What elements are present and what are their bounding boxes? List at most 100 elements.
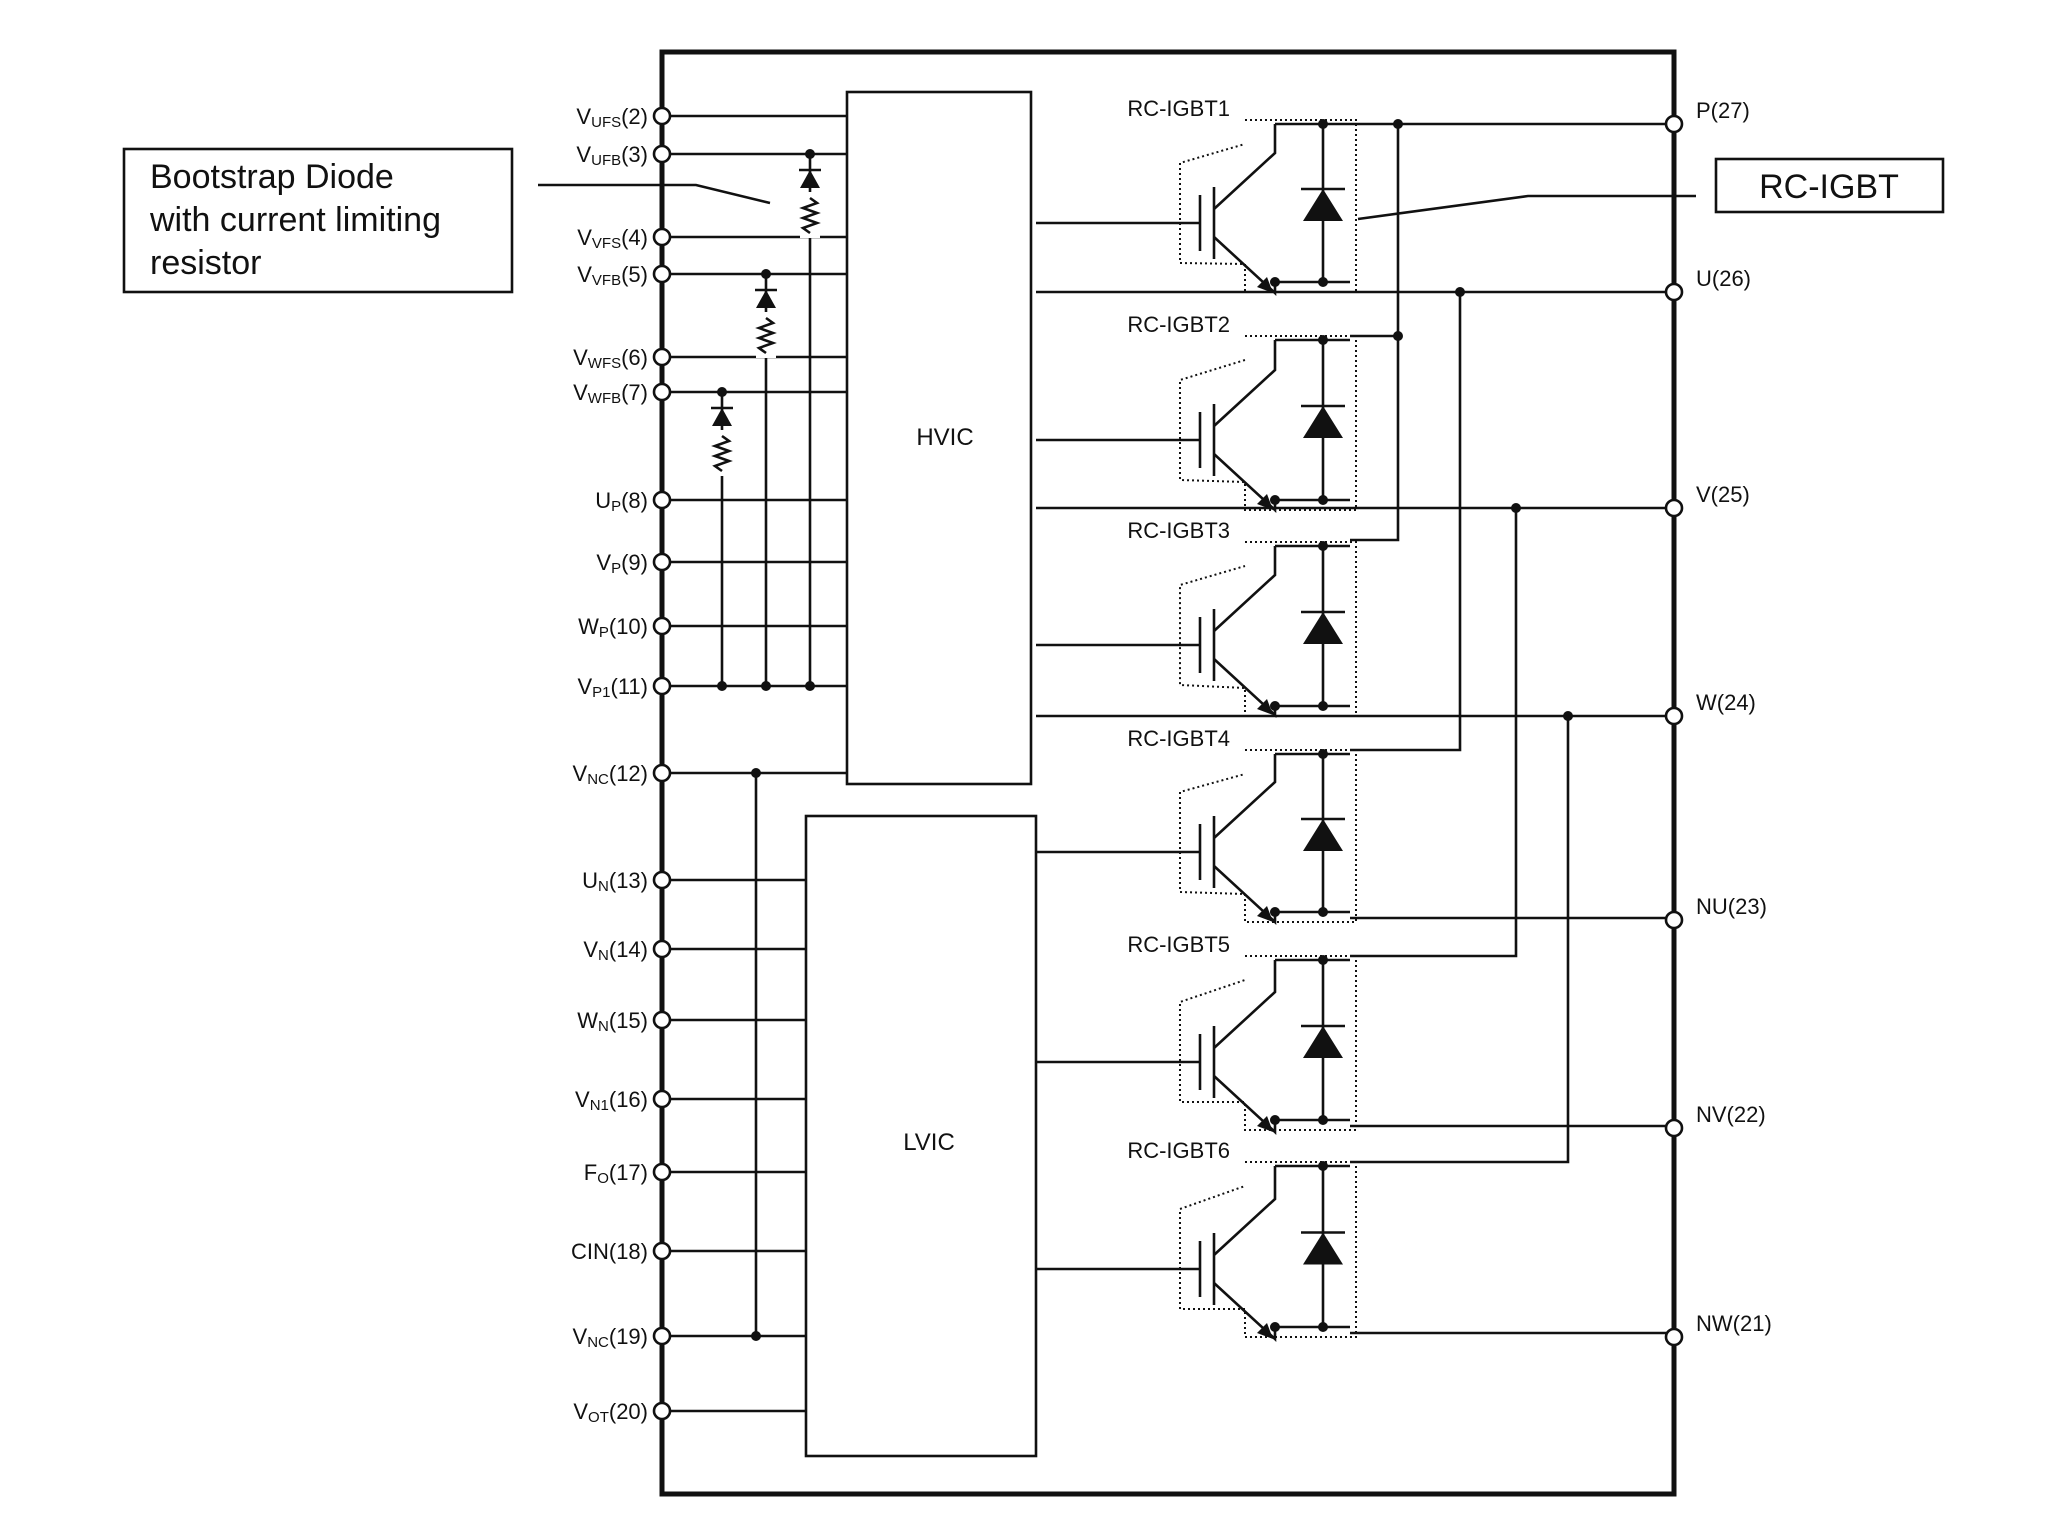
left-pin-pad xyxy=(652,1401,672,1421)
right-pin-label: P(27) xyxy=(1696,98,1750,123)
rc-igbt-callout-text: RC-IGBT xyxy=(1759,168,1899,206)
left-pin-pad xyxy=(652,1241,672,1261)
lvic-block xyxy=(804,814,1038,1458)
left-pin-pad xyxy=(652,1326,672,1346)
bootstrap-callout-line-1: Bootstrap Diode xyxy=(150,158,394,196)
left-pin-label: VUFB(3) xyxy=(576,142,648,169)
junction-dot xyxy=(1270,701,1280,711)
hvic-block xyxy=(845,90,1033,786)
igbt-enclosure xyxy=(1179,335,1357,511)
right-pin-pad xyxy=(1664,1327,1684,1347)
emitter-arrow xyxy=(1257,277,1273,293)
left-pin-pad xyxy=(652,490,672,510)
left-pin-label: UN(13) xyxy=(582,868,648,895)
left-pin-pad xyxy=(652,347,672,367)
fwd-diode-icon xyxy=(1303,1232,1343,1265)
left-pin-pad xyxy=(652,1089,672,1109)
emitter-arrow xyxy=(1257,699,1273,715)
junction-dot xyxy=(1270,1322,1280,1332)
junction-dot xyxy=(1318,495,1328,505)
bootstrap-callout: Bootstrap Diode with current limiting re… xyxy=(122,147,771,294)
junction-dot xyxy=(1455,287,1465,297)
rc-igbt-callout: RC-IGBT xyxy=(1357,157,1945,221)
junction-dot xyxy=(1318,955,1328,965)
junction-dot xyxy=(751,1331,761,1341)
resistor-icon xyxy=(755,316,777,355)
left-pin-label: WN(15) xyxy=(577,1008,648,1035)
igbt-enclosure xyxy=(1179,119,1357,293)
hvic-label: HVIC xyxy=(916,424,973,451)
diode-icon xyxy=(800,170,820,188)
junction-dot xyxy=(717,387,727,397)
junction-dot xyxy=(717,681,727,691)
left-pin-pad xyxy=(652,227,672,247)
igbt-label: RC-IGBT4 xyxy=(1127,726,1230,751)
resistor-icon xyxy=(799,196,821,235)
left-pin-label: VNC(12) xyxy=(573,761,648,788)
fwd-diode-icon xyxy=(1303,189,1343,221)
junction-dot xyxy=(805,681,815,691)
right-pin-label: V(25) xyxy=(1696,482,1750,507)
junction-dot xyxy=(1318,541,1328,551)
fwd-diode-icon xyxy=(1303,612,1343,644)
junction-dot xyxy=(1270,495,1280,505)
junction-dot xyxy=(1563,711,1573,721)
right-pin-pad xyxy=(1664,282,1684,302)
emitter-arrow xyxy=(1257,1323,1273,1339)
left-pins: VUFS(2) VUFB(3) VVFS(4) VVFB(5) VWFS(6) VWFB(… xyxy=(571,104,672,1426)
junction-dot xyxy=(1318,907,1328,917)
left-pin-pad xyxy=(652,676,672,696)
collector-wire xyxy=(1213,546,1277,632)
collector-wire xyxy=(1213,340,1277,427)
junction-dot xyxy=(1318,701,1328,711)
igbt-label: RC-IGBT3 xyxy=(1127,518,1230,543)
left-pin-pad xyxy=(652,144,672,164)
left-pin-label: CIN(18) xyxy=(571,1239,648,1264)
emitter-arrow xyxy=(1257,906,1273,922)
junction-dot xyxy=(1270,1115,1280,1125)
left-pin-label: VUFS(2) xyxy=(576,104,648,131)
igbt-label: RC-IGBT1 xyxy=(1127,96,1230,121)
bootstrap-diodes xyxy=(711,168,821,476)
left-pin-label: WP(10) xyxy=(578,614,648,641)
left-pin-label: VWFS(6) xyxy=(573,345,648,372)
left-pin-label: FO(17) xyxy=(584,1160,648,1187)
right-pin-pad xyxy=(1664,114,1684,134)
junction-dot xyxy=(1270,277,1280,287)
left-pin-pad xyxy=(652,616,672,636)
w-to-low xyxy=(1350,716,1570,1164)
right-pin-label: NV(22) xyxy=(1696,1102,1766,1127)
junction-dot xyxy=(1318,277,1328,287)
junction-dot xyxy=(1393,119,1403,129)
junction-dot xyxy=(761,269,771,279)
bootstrap-callout-line-3: resistor xyxy=(150,244,261,282)
igbt-label: RC-IGBT6 xyxy=(1127,1138,1230,1163)
igbt-label: RC-IGBT2 xyxy=(1127,312,1230,337)
left-pin-label: VWFB(7) xyxy=(573,380,648,407)
junction-dot xyxy=(761,681,771,691)
p-bus xyxy=(1350,124,1400,542)
rc-igbt-callout-leader xyxy=(1357,194,1696,221)
left-pin-pad xyxy=(652,763,672,783)
left-pin-label: VVFB(5) xyxy=(577,262,648,289)
junction-dot xyxy=(1318,335,1328,345)
left-pin-pad xyxy=(652,1010,672,1030)
igbt-enclosure xyxy=(1179,1161,1357,1338)
junction-dot xyxy=(1318,1161,1328,1171)
resistor-icon xyxy=(711,434,733,473)
igbt-enclosure xyxy=(1179,955,1357,1131)
right-pins: P(27)U(26)V(25)W(24)NU(23)NV(22)NW(21) xyxy=(1664,98,1772,1347)
left-pin-pad xyxy=(652,106,672,126)
igbt-label: RC-IGBT5 xyxy=(1127,932,1230,957)
junction-dot xyxy=(805,149,815,159)
left-pin-label: VVFS(4) xyxy=(577,225,648,252)
junction-dot xyxy=(1318,1115,1328,1125)
right-pin-label: U(26) xyxy=(1696,266,1751,291)
left-pin-label: VP(9) xyxy=(596,550,648,577)
right-pin-label: NU(23) xyxy=(1696,894,1767,919)
left-pin-label: VN(14) xyxy=(583,937,648,964)
diode-icon xyxy=(756,290,776,308)
lvic-label: LVIC xyxy=(903,1129,955,1156)
igbt-enclosure xyxy=(1179,749,1357,923)
